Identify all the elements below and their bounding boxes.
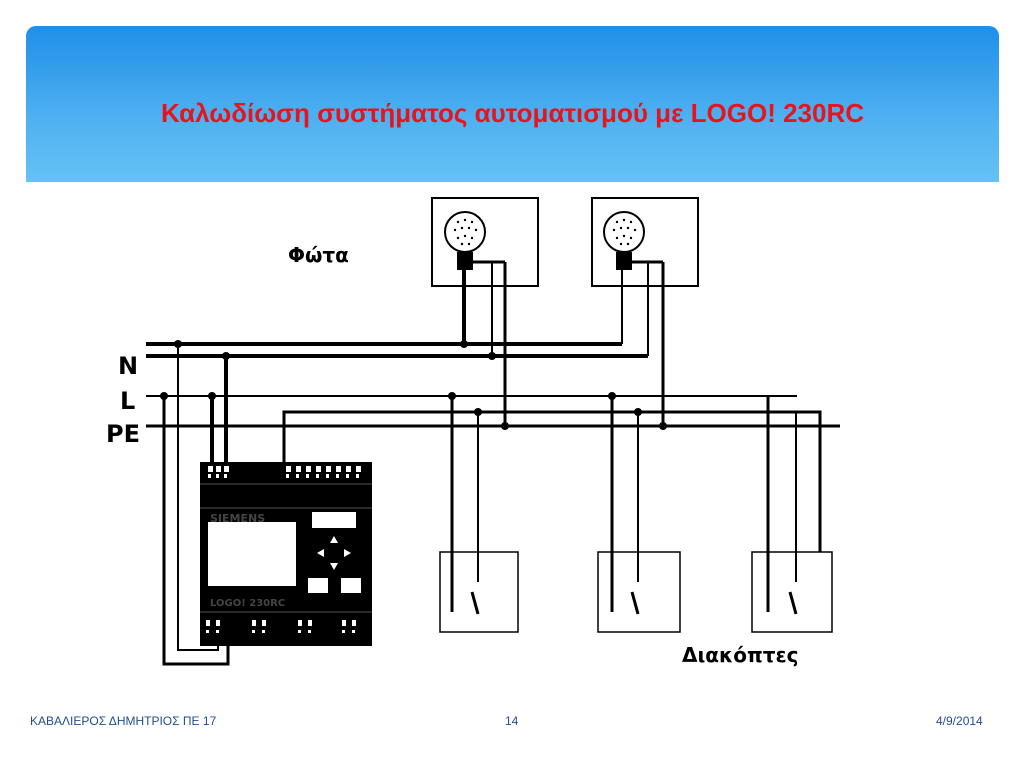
switch-contact-icon	[470, 591, 480, 615]
plc-display	[208, 522, 296, 586]
switch-contact-icon	[630, 591, 640, 615]
slide-title: Καλωδίωση συστήματος αυτοματισμού με LOG…	[160, 98, 865, 128]
bulb-icon	[444, 211, 486, 253]
footer-page-number: 14	[505, 714, 519, 728]
label-l: L	[120, 387, 135, 415]
plc-top-button	[312, 512, 356, 528]
lamp-1	[431, 197, 539, 287]
plc-brand: SIEMENS	[210, 512, 265, 525]
switch-2	[597, 396, 681, 633]
lights-label: Φώτα	[288, 243, 349, 267]
switch-3	[751, 396, 833, 633]
plc-model: LOGO! 230RC	[210, 598, 285, 609]
plc-arrow-keys-icon	[317, 536, 351, 570]
bulb-icon	[603, 211, 645, 253]
plc-esc-button	[308, 578, 328, 593]
footer-date: 4/9/2014	[936, 714, 983, 728]
title-banner: Καλωδίωση συστήματος αυτοματισμού με LOG…	[26, 26, 999, 182]
label-n: N	[118, 352, 138, 380]
label-pe: PE	[106, 420, 140, 448]
switch-contact-icon	[788, 591, 798, 615]
switch-1	[439, 396, 519, 633]
logo-plc: SIEMENS LOGO! 230RC	[200, 462, 372, 646]
plc-ok-button	[341, 578, 361, 593]
switches-label: Διακόπτες	[682, 643, 799, 667]
lamp-2	[591, 197, 699, 287]
footer-author: ΚΑΒΑΛΙΕΡΟΣ ΔΗΜΗΤΡΙΟΣ ΠΕ 17	[30, 714, 217, 728]
